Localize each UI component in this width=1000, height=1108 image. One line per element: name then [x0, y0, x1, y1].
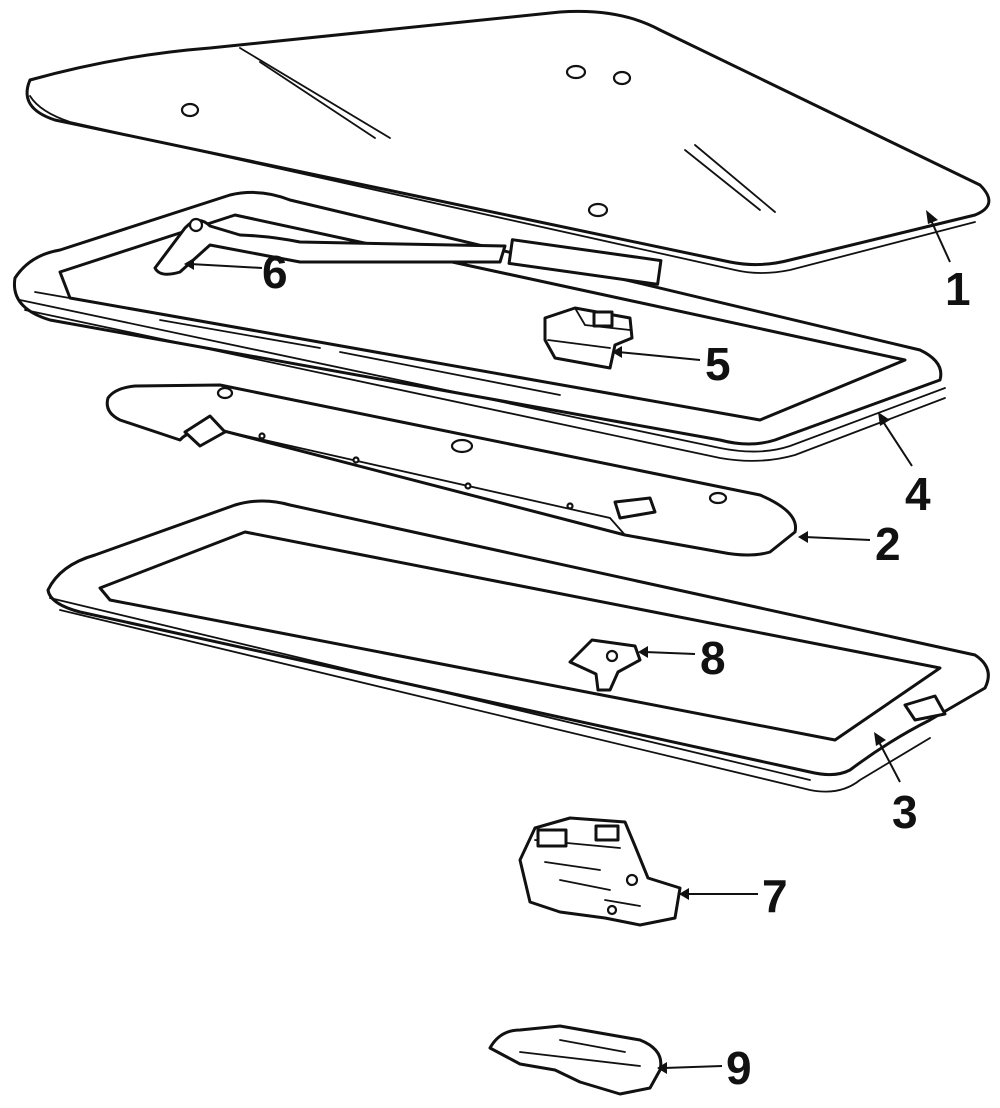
- callout-1-label: 1: [945, 263, 971, 315]
- callout-9-label: 9: [726, 1042, 752, 1094]
- part-link: [153, 217, 507, 276]
- callout-5-label: 5: [705, 338, 731, 390]
- part-deflector-panel: [105, 383, 798, 557]
- callout-4-label: 4: [905, 468, 931, 520]
- part-frame: [12, 190, 946, 462]
- part-motor: [518, 816, 682, 927]
- callout-6-label: 6: [262, 246, 288, 298]
- part-bracket: [568, 638, 642, 692]
- part-glass-panel: [25, 9, 991, 274]
- part-handle: [488, 1024, 663, 1096]
- part-weatherstrip: [46, 499, 990, 793]
- callout-leaders: [184, 210, 951, 1074]
- callout-labels: 1 2 3 4 5 6 7 8 9: [262, 246, 971, 1094]
- part-guide: [543, 306, 634, 370]
- callout-3-label: 3: [892, 786, 918, 838]
- callout-2-label: 2: [875, 518, 901, 570]
- callout-7-label: 7: [762, 870, 788, 922]
- callout-8-label: 8: [700, 632, 726, 684]
